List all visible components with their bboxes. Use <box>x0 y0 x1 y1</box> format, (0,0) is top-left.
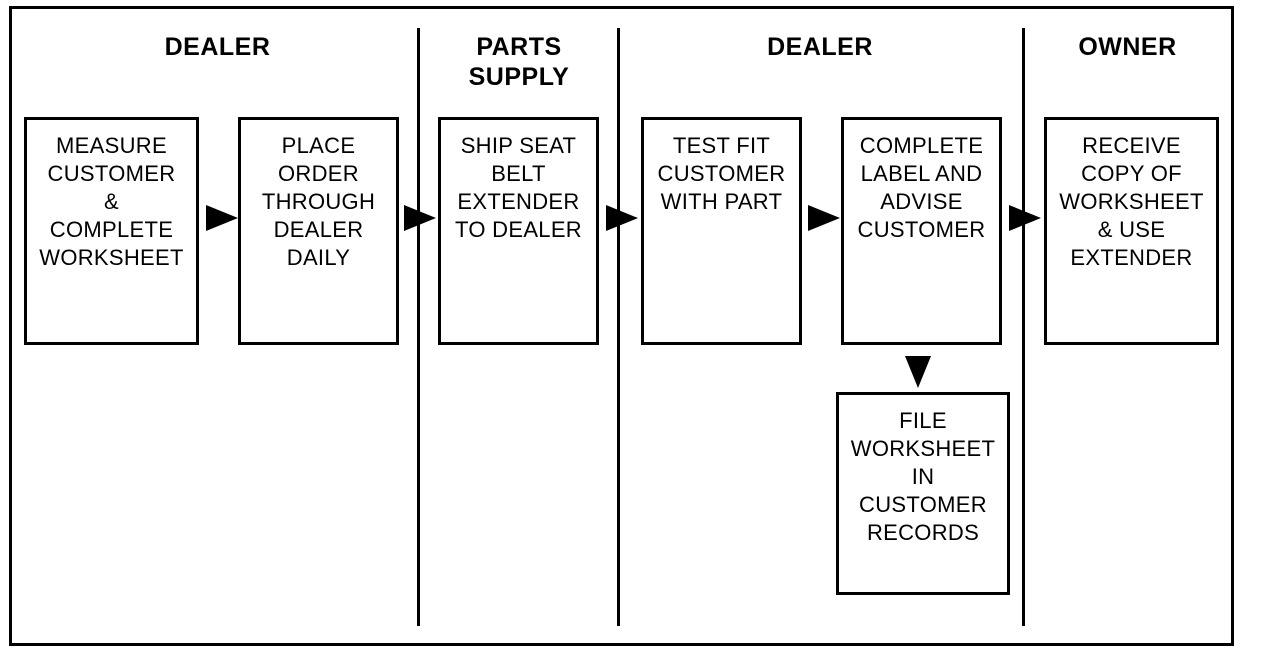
box-text-line: ORDER <box>278 161 359 186</box>
box-text-line: CUSTOMER <box>47 161 176 186</box>
box-text-line: SHIP SEAT <box>460 133 577 158</box>
lane-divider-1 <box>417 28 420 626</box>
lane-header-owner: OWNER <box>1025 32 1230 62</box>
arrow-right-icon <box>808 205 840 231</box>
box-text-line: RECORDS <box>866 520 980 545</box>
box-text-line: WITH PART <box>660 189 783 214</box>
box-text-line: WORKSHEET <box>1059 189 1204 214</box>
box-text-line: BELT <box>491 161 546 186</box>
box-text-line: & <box>104 189 119 214</box>
arrow-down-icon <box>905 356 931 388</box>
header-line: OWNER <box>1078 33 1177 61</box>
box-text-line: CUSTOMER <box>859 492 987 517</box>
box-text-line: TEST FIT <box>672 133 771 158</box>
box-text-line: FILE <box>899 408 947 433</box>
box-text-line: DEALER <box>273 217 364 242</box>
step-ship-extender: SHIP SEAT BELT EXTENDER TO DEALER <box>438 117 599 345</box>
box-text-line: ADVISE <box>880 189 963 214</box>
box-text-line: & USE <box>1097 217 1166 242</box>
box-text-line: WORKSHEET <box>850 436 996 461</box>
arrow-right-icon <box>1009 205 1041 231</box>
box-text-line: CUSTOMER <box>857 217 986 242</box>
box-text-line: COPY OF <box>1081 161 1182 186</box>
box-text-line: LABEL AND <box>860 161 983 186</box>
lane-header-dealer-right: DEALER <box>620 32 1020 62</box>
step-receive-worksheet: RECEIVE COPY OF WORKSHEET & USE EXTENDER <box>1044 117 1219 345</box>
header-line: SUPPLY <box>468 63 570 91</box>
step-file-worksheet: FILE WORKSHEET IN CUSTOMER RECORDS <box>836 392 1010 595</box>
header-line: DEALER <box>164 33 271 61</box>
box-text-line: TO DEALER <box>455 217 582 242</box>
lane-header-parts-supply: PARTS SUPPLY <box>421 32 617 92</box>
arrow-right-icon <box>404 205 436 231</box>
diagram-frame <box>9 6 1234 646</box>
box-text-line: EXTENDER <box>457 189 580 214</box>
header-line: PARTS <box>476 33 562 61</box>
box-text-line: COMPLETE <box>859 133 984 158</box>
header-line: DEALER <box>767 33 873 61</box>
step-measure-customer: MEASURE CUSTOMER & COMPLETE WORKSHEET <box>24 117 199 345</box>
box-text-line: THROUGH <box>261 189 376 214</box>
lane-header-dealer-left: DEALER <box>20 32 415 62</box>
box-text-line: COMPLETE <box>49 217 174 242</box>
step-test-fit: TEST FIT CUSTOMER WITH PART <box>641 117 802 345</box>
box-text-line: WORKSHEET <box>39 245 184 270</box>
arrow-right-icon <box>206 205 238 231</box>
box-text-line: PLACE <box>281 133 356 158</box>
box-text-line: RECEIVE <box>1082 133 1181 158</box>
box-text-line: IN <box>911 464 935 489</box>
step-complete-label: COMPLETE LABEL AND ADVISE CUSTOMER <box>841 117 1002 345</box>
lane-divider-3 <box>1022 28 1025 626</box>
lane-divider-2 <box>617 28 620 626</box>
step-place-order: PLACE ORDER THROUGH DEALER DAILY <box>238 117 399 345</box>
box-text-line: CUSTOMER <box>657 161 786 186</box>
box-text-line: EXTENDER <box>1070 245 1193 270</box>
box-text-line: DAILY <box>286 245 351 270</box>
arrow-right-icon <box>606 205 638 231</box>
box-text-line: MEASURE <box>56 133 167 158</box>
